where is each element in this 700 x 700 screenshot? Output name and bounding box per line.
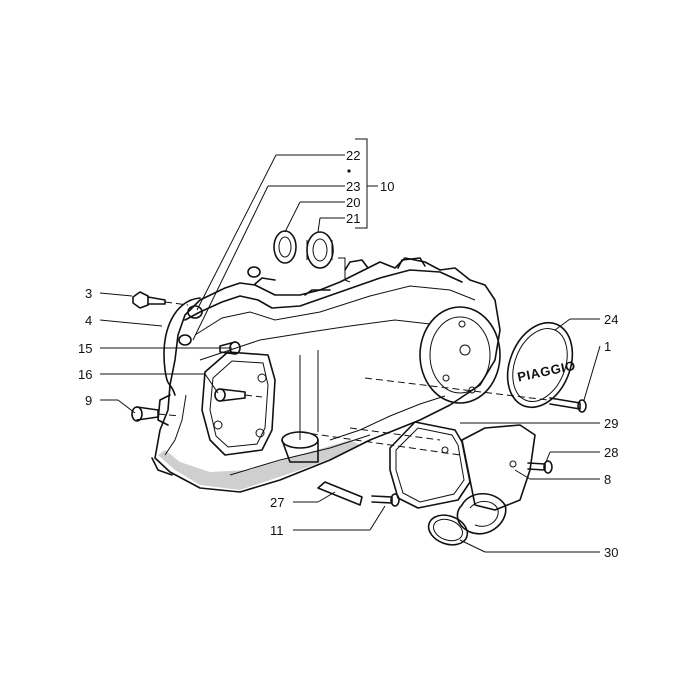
callout-24: 24 <box>604 312 618 327</box>
callout-20: 20 <box>346 195 360 210</box>
callout-27: 27 <box>270 495 284 510</box>
callout-30: 30 <box>604 545 618 560</box>
screw-11 <box>371 493 400 507</box>
callout-16: 16 <box>78 367 92 382</box>
callout-15: 15 <box>78 341 92 356</box>
seal-and-bearing <box>273 230 351 283</box>
callout-11: 11 <box>270 523 284 538</box>
screw-28 <box>527 460 553 474</box>
callout-1: 1 <box>604 339 611 354</box>
callout-23: 23 <box>346 179 360 194</box>
screw-3 <box>132 291 166 309</box>
callout-4: 4 <box>85 313 92 328</box>
callout-labels: 22 23 20 21 10 3 4 15 16 9 24 1 29 28 8 … <box>78 148 618 560</box>
hose-clamp <box>427 514 469 546</box>
screw-9 <box>131 406 159 422</box>
callout-28: 28 <box>604 445 618 460</box>
leader-lines <box>99 138 601 553</box>
assembly-lines <box>157 301 549 456</box>
callout-8: 8 <box>604 472 611 487</box>
transmission-cover <box>151 257 501 493</box>
callout-29: 29 <box>604 416 618 431</box>
piaggio-logo-text: PIAGGIO <box>516 358 577 385</box>
screw-1 <box>549 397 587 413</box>
wire-4 <box>163 297 201 396</box>
bracket-27 <box>317 481 363 506</box>
air-duct <box>456 424 536 535</box>
gasket-plate <box>389 421 471 509</box>
callout-9: 9 <box>85 393 92 408</box>
screw-16 <box>214 388 246 402</box>
callout-21: 21 <box>346 211 360 226</box>
callout-10: 10 <box>380 179 394 194</box>
callout-3: 3 <box>85 286 92 301</box>
callout-22: 22 <box>346 148 360 163</box>
